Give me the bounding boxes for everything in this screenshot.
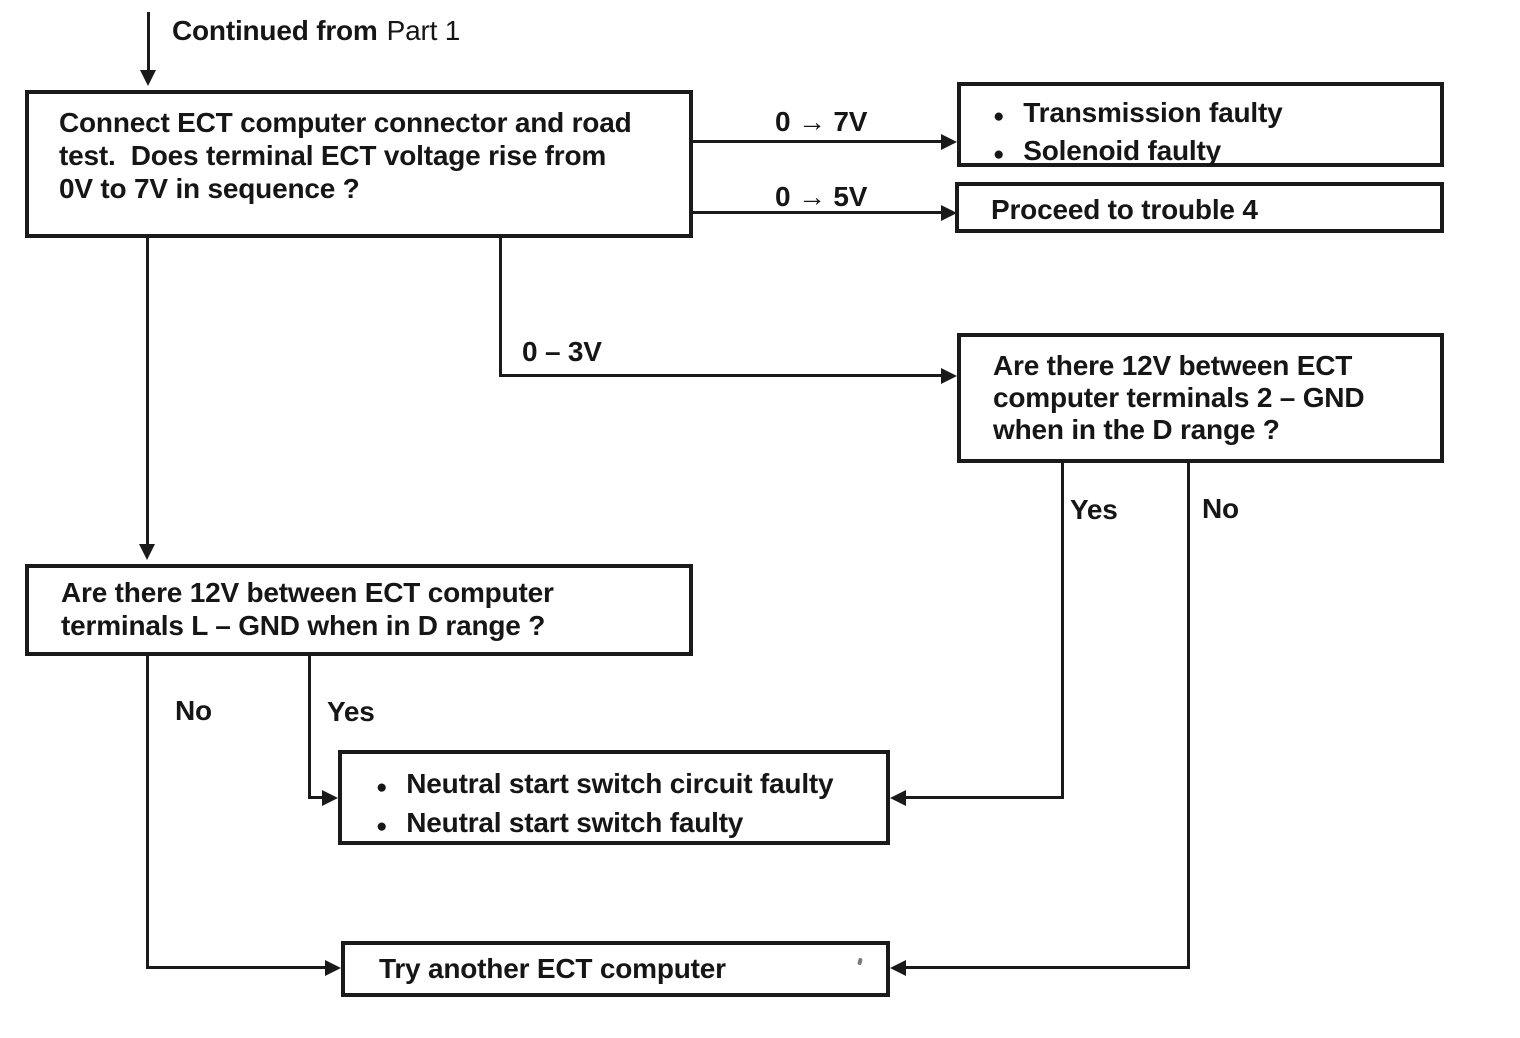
node-try-another-ect-computer: Try another ECT computer [341,941,890,997]
list-item: ● Solenoid faulty [993,134,1440,172]
arrowhead-right-icon [941,205,957,221]
edge-no-right-label: No [1202,493,1239,524]
edge-yes-right-label: Yes [1070,494,1118,525]
arrowhead-right-icon [322,790,338,806]
edge-yes-left-vline [308,656,311,799]
bullet-icon: ● [993,106,1005,127]
arrowhead-left-icon [890,960,906,976]
node-transmission-solenoid-faulty: ● Transmission faulty ● Solenoid faulty [957,82,1444,167]
node-connect-road-test: Connect ECT computer connector and road … [25,90,693,238]
edge-0-3v-vline [499,238,502,377]
neutral-switch-circuit-faulty-text: Neutral start switch circuit faulty [406,768,834,799]
edge-no-left-vline [146,656,149,969]
edge-yes-left-hline [308,796,325,799]
arrowhead-right-icon [941,134,957,150]
continued-from-label: Continued from Part 1 [172,15,460,47]
edge-0-7v-label: 0 → 7V [775,106,868,137]
solenoid-faulty-text: Solenoid faulty [1023,135,1221,166]
bullet-icon: ● [993,144,1005,165]
edge-continued-line [147,12,150,70]
bullet-icon: ● [376,777,388,798]
transmission-faulty-text: Transmission faulty [1023,97,1283,128]
node-check-12v-2-gnd: Are there 12V between ECT computer termi… [957,333,1444,463]
edge-0-7v-line [693,140,941,143]
list-item: ● Neutral start switch faulty [376,805,886,844]
edge-no-left-label: No [175,695,212,726]
arrowhead-right-icon [941,368,957,384]
edge-0-3v-label: 0 – 3V [522,336,602,367]
edge-no-right-hline [906,966,1190,969]
edge-yes-right-vline [1061,463,1064,799]
node-try-another-ect-computer-text: Try another ECT computer [379,953,726,984]
node-proceed-trouble-4: Proceed to trouble 4 [955,182,1444,233]
node-connect-road-test-text: Connect ECT computer connector and road … [59,107,632,204]
edge-0-5v-line [693,211,941,214]
edge-yes-right-hline [906,796,1064,799]
arrowhead-left-icon [890,790,906,806]
neutral-switch-faulty-text: Neutral start switch faulty [406,807,744,838]
bullet-icon: ● [376,816,388,837]
node-check-12v-l-gnd: Are there 12V between ECT computer termi… [25,564,693,656]
continued-from-part-ref: Part 1 [386,15,461,46]
list-item: ● Transmission faulty [993,96,1440,134]
node-check-12v-l-gnd-text: Are there 12V between ECT computer termi… [61,577,554,641]
edge-0-3v-hline [499,374,941,377]
arrowhead-down-icon [140,70,156,86]
edge-a-to-e-line [146,238,149,546]
edge-yes-left-label: Yes [327,696,375,727]
node-neutral-start-switch-faulty: ● Neutral start switch circuit faulty ● Ne… [338,750,890,845]
arrowhead-right-icon [325,960,341,976]
list-item: ● Neutral start switch circuit faulty [376,766,886,805]
edge-no-left-hline [146,966,325,969]
edge-0-5v-label: 0 → 5V [775,181,868,212]
edge-no-right-vline [1187,463,1190,969]
node-check-12v-2-gnd-text: Are there 12V between ECT computer termi… [993,350,1365,445]
node-proceed-trouble-4-text: Proceed to trouble 4 [991,194,1258,225]
arrowhead-down-icon [139,544,155,560]
continued-from-prefix: Continued from [172,15,378,46]
